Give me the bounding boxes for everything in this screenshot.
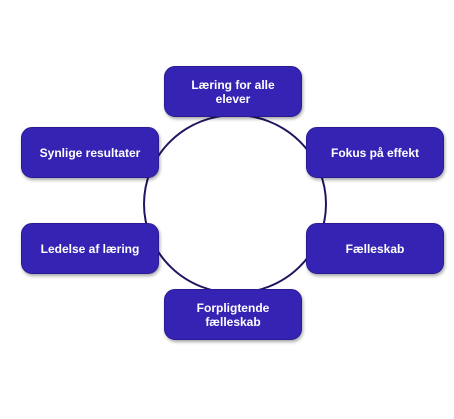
node-label: Læring for alle elever: [191, 77, 275, 106]
node-label: Synlige resultater: [39, 145, 141, 160]
node-fokus-paa-effekt: Fokus på effekt: [306, 127, 444, 178]
node-synlige-resultater: Synlige resultater: [21, 127, 159, 178]
node-label: Forpligtende fælleskab: [196, 300, 270, 329]
node-ledelse-af-laering: Ledelse af læring: [21, 223, 159, 274]
node-laering-for-alle-elever: Læring for alle elever: [164, 66, 302, 117]
node-label: Ledelse af læring: [40, 241, 140, 256]
cycle-ring-circle: [143, 114, 327, 294]
node-forpligtende-faelleskab: Forpligtende fælleskab: [164, 289, 302, 340]
node-label: Fælleskab: [345, 241, 405, 256]
node-faelleskab: Fælleskab: [306, 223, 444, 274]
node-label: Fokus på effekt: [330, 145, 420, 160]
